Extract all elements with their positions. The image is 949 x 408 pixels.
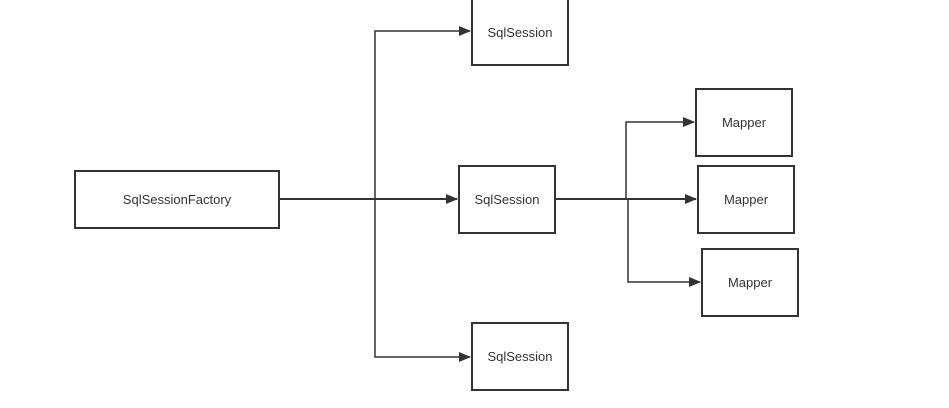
edge-factory-to-session-top xyxy=(280,26,471,200)
node-label: SqlSessionFactory xyxy=(122,192,232,207)
node-sqlsession-middle: SqlSession xyxy=(458,165,556,234)
node-sqlsessionfactory: SqlSessionFactory xyxy=(74,170,280,229)
node-label: SqlSession xyxy=(487,24,553,40)
node-label: Mapper xyxy=(727,275,773,290)
node-mapper-3: Mapper xyxy=(701,248,799,317)
node-label: SqlSession xyxy=(487,349,553,364)
node-sqlsession-top: SqlSession xyxy=(471,0,569,66)
node-label: Mapper xyxy=(723,192,769,207)
edge-session-to-mapper-3 xyxy=(627,199,701,287)
node-label: Mapper xyxy=(721,115,767,130)
node-sqlsession-bottom: SqlSession xyxy=(471,322,569,391)
node-mapper-2: Mapper xyxy=(697,165,795,234)
edge-session-to-mapper-1 xyxy=(556,117,695,200)
node-mapper-1: Mapper xyxy=(695,88,793,157)
node-label: SqlSession xyxy=(474,192,540,207)
edge-factory-to-session-bottom xyxy=(374,199,471,362)
